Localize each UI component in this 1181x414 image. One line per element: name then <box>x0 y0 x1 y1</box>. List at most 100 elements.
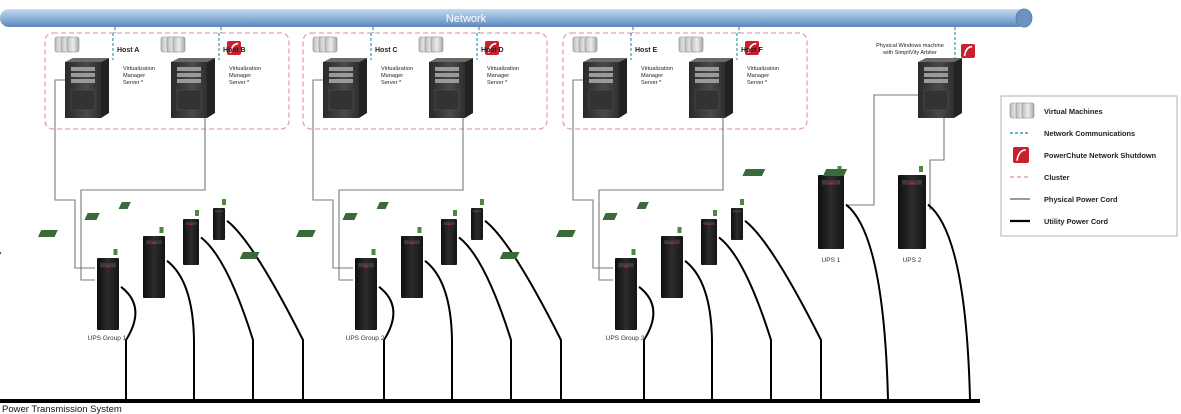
ups-label: UPS 2 <box>903 257 922 264</box>
ups-unit <box>822 166 926 249</box>
server-label: Virtualization <box>747 66 779 72</box>
legend-label: Utility Power Cord <box>1044 217 1109 226</box>
virtual-machines-icon <box>160 36 186 53</box>
server-tower <box>171 58 215 118</box>
utility-power-cord <box>744 220 822 400</box>
server-label: Virtualization <box>641 66 673 72</box>
legend-item-vm: Virtual Machines <box>1009 102 1103 119</box>
ups-unit <box>239 249 377 330</box>
cluster-box <box>302 32 548 130</box>
server-label: Manager <box>747 73 769 79</box>
server-label: Server * <box>487 80 508 86</box>
utility-power-cord <box>684 260 713 400</box>
virtual-machines-icon <box>418 36 444 53</box>
server-label: Server * <box>123 80 144 86</box>
physical-power-cord <box>54 79 102 269</box>
utility-power-cord <box>424 260 453 400</box>
ups-unit <box>636 199 744 240</box>
ups-unit <box>499 249 637 330</box>
network-bar: Network <box>0 8 1033 28</box>
server-label: Manager <box>229 73 251 79</box>
power-transmission-label: Power Transmission System <box>2 404 122 414</box>
virtual-machines-icon <box>678 36 704 53</box>
server-label: Server * <box>229 80 250 86</box>
virtual-machines-icon <box>572 36 598 53</box>
ups-label: UPS 1 <box>822 257 841 264</box>
physical-power-cord <box>338 98 464 281</box>
utility-power-cord <box>845 203 889 401</box>
server-label: Server * <box>381 80 402 86</box>
utility-power-cord <box>458 236 512 400</box>
powerchute-icon <box>745 41 759 55</box>
host-label: Host A <box>117 47 139 54</box>
host-label: Host E <box>635 47 658 54</box>
legend-item-phys: Physical Power Cord <box>1010 195 1118 204</box>
powerchute-icon <box>227 41 241 55</box>
ups-group-label: UPS Group 2 <box>346 335 385 342</box>
server-tower <box>918 58 962 118</box>
legend-label: Physical Power Cord <box>1044 195 1118 204</box>
powerchute-icon <box>961 44 975 58</box>
server-label: Manager <box>641 73 663 79</box>
server-tower <box>583 58 627 118</box>
server-tower <box>689 58 733 118</box>
physical-power-cord <box>312 79 360 269</box>
server-tower <box>65 58 109 118</box>
ups-unit <box>84 210 199 265</box>
host-label: Host F <box>741 47 764 54</box>
ups-unit <box>37 227 165 298</box>
utility-power-cord <box>120 286 137 400</box>
server-label: Virtualization <box>229 66 261 72</box>
legend-label: Virtual Machines <box>1044 107 1103 116</box>
server-tower <box>323 58 367 118</box>
physical-power-cord <box>848 94 920 206</box>
ups-unit <box>555 227 683 298</box>
utility-power-cord <box>927 203 971 401</box>
powerchute-icon <box>485 41 499 55</box>
utility-power-cord <box>484 220 562 400</box>
server-label: Virtualization <box>487 66 519 72</box>
host-label: Host C <box>375 47 398 54</box>
clusters <box>44 32 808 130</box>
utility-power-cord <box>226 220 304 400</box>
server-label: Virtualization <box>123 66 155 72</box>
ups-unit <box>376 199 484 240</box>
virtual-machines-icon <box>1009 102 1035 119</box>
ups-unit <box>295 227 423 298</box>
utility-power-cord <box>718 236 772 400</box>
ups-unit <box>602 210 717 265</box>
physical-power-cord <box>598 98 724 281</box>
server-label: Virtualization <box>381 66 413 72</box>
physical-power-cord <box>80 98 206 281</box>
host-label: Host D <box>481 47 504 54</box>
cluster-box <box>562 32 808 130</box>
ups-unit <box>742 166 844 249</box>
host-label: Host B <box>223 47 246 54</box>
ups-unit <box>0 249 119 330</box>
server-label: Server * <box>747 80 768 86</box>
power-transmission-system: Power Transmission System <box>0 399 980 414</box>
virtual-machines-icon <box>312 36 338 53</box>
arbiter-label: Physical Windows machine <box>876 43 944 49</box>
server-label: Manager <box>123 73 145 79</box>
utility-power-cord <box>166 260 195 400</box>
network-label: Network <box>446 13 487 25</box>
legend-item-util: Utility Power Cord <box>1010 217 1109 226</box>
legend-item-net: Network Communications <box>1010 129 1135 138</box>
legend-label: Network Communications <box>1044 129 1135 138</box>
ups-unit <box>342 210 457 265</box>
legend-label: Cluster <box>1044 173 1070 182</box>
server-label: Manager <box>381 73 403 79</box>
legend-label: PowerChute Network Shutdown <box>1044 151 1157 160</box>
